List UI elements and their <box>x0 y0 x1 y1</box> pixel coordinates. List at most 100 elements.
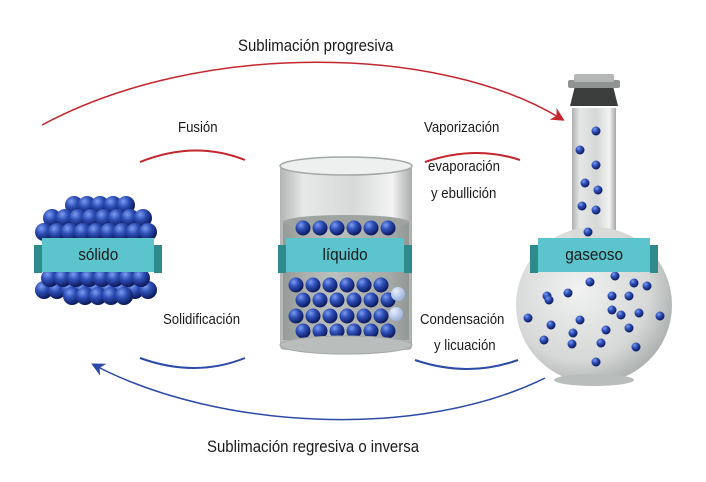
gas-particle <box>607 291 617 301</box>
solid-particle <box>139 223 157 241</box>
solid-particle <box>61 223 79 241</box>
gas-particles <box>523 126 665 367</box>
liquid-particle-pale <box>391 287 405 301</box>
vaporization-arrow <box>424 152 521 163</box>
solid-particle <box>56 209 74 227</box>
liquid-particle <box>312 323 328 339</box>
liquid-particle <box>373 308 389 324</box>
gas-particle <box>624 323 634 333</box>
gas-particle <box>544 295 554 305</box>
solid-particle <box>115 287 133 305</box>
gas-particle <box>616 310 626 320</box>
gas-particle <box>539 335 549 345</box>
gas-particle <box>546 320 556 330</box>
gas-particle <box>624 291 634 301</box>
liquid-particle <box>356 277 372 293</box>
gas-particle <box>585 277 595 287</box>
liquid-particle <box>380 220 396 236</box>
solidification-label: Solidificación <box>163 311 241 328</box>
sublimation-regressive-arrow <box>91 363 546 421</box>
liquid-particle <box>295 323 311 339</box>
solid-particles <box>35 196 157 305</box>
solid-particle <box>121 209 139 227</box>
solid-particle <box>43 209 61 227</box>
gas-particle <box>568 328 578 338</box>
gas-particle <box>607 305 617 315</box>
liquid-particle <box>363 292 379 308</box>
condensation-label-1: Condensación <box>420 311 505 328</box>
solid-particle <box>69 209 87 227</box>
vaporization-label: Vaporización <box>424 119 500 136</box>
solid-particle <box>74 223 92 241</box>
solid-particle <box>41 269 59 287</box>
solid-particle <box>132 269 150 287</box>
liquid-label: líquido <box>278 238 412 273</box>
liquid-particle <box>288 277 304 293</box>
liquid-particle <box>288 308 304 324</box>
vaporization-detail-1: evaporación <box>428 158 500 175</box>
flask <box>516 74 672 386</box>
solid-particle <box>106 269 124 287</box>
liquid-particle <box>339 277 355 293</box>
gas-particle <box>563 288 573 298</box>
solidification-arrow <box>139 357 246 369</box>
liquid-particle <box>346 220 362 236</box>
gas-particle <box>580 178 590 188</box>
solid-particle <box>113 223 131 241</box>
condensation-label-2: y licuación <box>434 337 496 354</box>
solid-particle <box>54 269 72 287</box>
solid-particle <box>102 287 120 305</box>
gas-particle <box>591 160 601 170</box>
condensation-arrow <box>414 359 519 370</box>
solid-particle <box>108 209 126 227</box>
gas-particle <box>523 313 533 323</box>
gas-particle <box>577 201 587 211</box>
liquid-label-text: líquido <box>322 245 368 264</box>
solid-label: sólido <box>34 238 162 273</box>
liquid-particle <box>346 323 362 339</box>
solid-particle <box>82 209 100 227</box>
liquid-particle <box>356 308 372 324</box>
vaporization-detail-2: y ebullición <box>431 185 497 202</box>
solid-particle <box>76 287 94 305</box>
liquid-particle <box>363 323 379 339</box>
liquid-particle <box>329 292 345 308</box>
liquid-particle <box>363 220 379 236</box>
gas-particle <box>593 185 603 195</box>
liquid-particle <box>305 277 321 293</box>
liquid-particle <box>329 220 345 236</box>
gas-particle <box>642 281 652 291</box>
gas-particle <box>591 126 601 136</box>
solid-particle <box>87 223 105 241</box>
solid-particle <box>134 209 152 227</box>
liquid-particle <box>312 220 328 236</box>
gas-particle <box>583 227 593 237</box>
gas-particle <box>575 315 585 325</box>
gas-particle <box>601 325 611 335</box>
liquid-particle <box>339 308 355 324</box>
gas-particle <box>591 205 601 215</box>
fusion-arrow <box>139 149 246 163</box>
liquid-particle <box>295 292 311 308</box>
solid-particle <box>67 269 85 287</box>
solid-particle <box>48 223 66 241</box>
liquid-particle <box>380 323 396 339</box>
sublimation-progressive-arrow <box>41 61 565 126</box>
solid-particle <box>95 209 113 227</box>
gas-particle <box>610 271 620 281</box>
solid-particle <box>93 269 111 287</box>
liquid-particle <box>329 323 345 339</box>
fusion-label: Fusión <box>178 119 218 136</box>
gas-particle <box>655 311 665 321</box>
gas-particle <box>631 342 641 352</box>
solid-particle <box>89 287 107 305</box>
liquid-particle <box>295 220 311 236</box>
liquid-particle <box>312 292 328 308</box>
liquid-particles <box>288 220 405 339</box>
gas-particle <box>629 278 639 288</box>
solid-particle <box>100 223 118 241</box>
solid-particle <box>80 269 98 287</box>
gas-particle <box>596 338 606 348</box>
liquid-particle-pale <box>389 307 403 321</box>
solid-label-text: sólido <box>78 245 118 264</box>
